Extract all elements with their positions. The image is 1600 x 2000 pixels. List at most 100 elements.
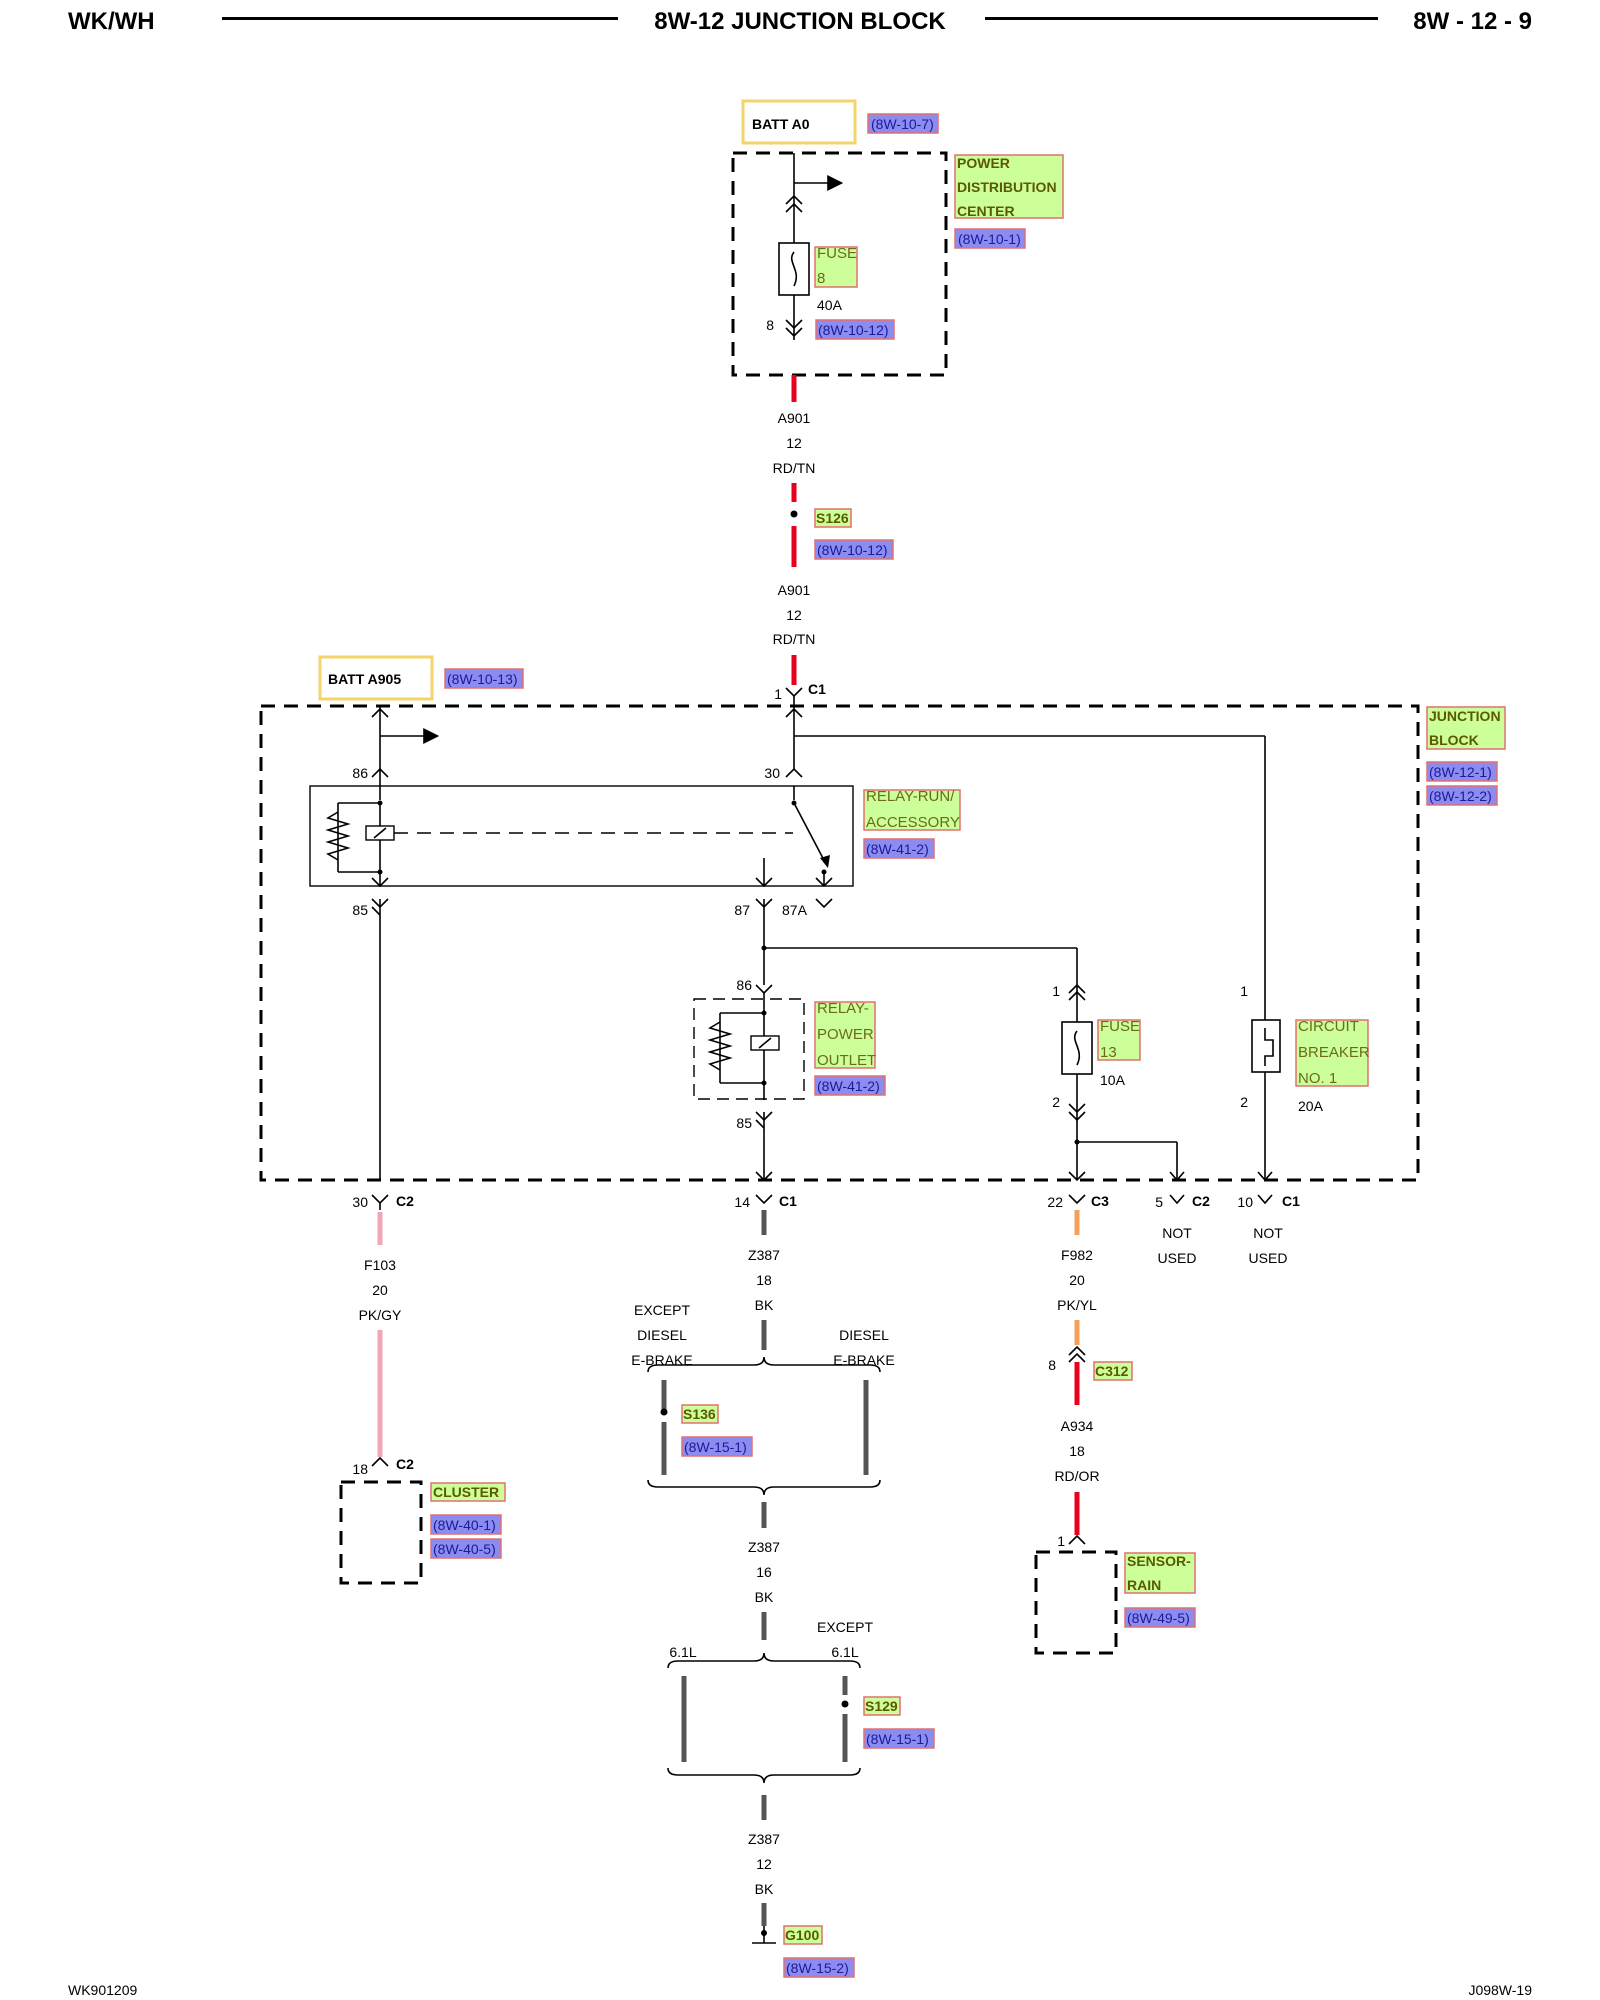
option-ebrake-left-2: DIESEL bbox=[637, 1327, 687, 1343]
batt-a905-label: BATT A905 bbox=[328, 671, 401, 687]
c312-label: C312 bbox=[1095, 1363, 1129, 1379]
relay-power-resistor-icon bbox=[707, 1021, 733, 1071]
breaker-line-2: BREAKER bbox=[1298, 1044, 1370, 1061]
cluster-label: CLUSTER (8W-40-1) (8W-40-5) bbox=[430, 1482, 506, 1559]
junction-block-ref-1[interactable]: (8W-12-1) bbox=[1429, 764, 1492, 780]
sensor-rain-line-2: RAIN bbox=[1127, 1577, 1161, 1593]
bottom-conn-4-note-1: NOT bbox=[1162, 1225, 1192, 1241]
header-vehicle: WK/WH bbox=[68, 8, 155, 35]
relay-run-ref[interactable]: (8W-41-2) bbox=[866, 841, 929, 857]
fuse-8-ref[interactable]: (8W-10-12) bbox=[818, 322, 889, 338]
bottom-conn-5-pin: 10 bbox=[1237, 1194, 1253, 1210]
page-number: 8W - 12 - 9 bbox=[1413, 8, 1532, 35]
sensor-rain-line-1: SENSOR- bbox=[1127, 1553, 1191, 1569]
relay-power-line-2: POWER bbox=[817, 1026, 874, 1043]
wire-f103-circuit: F103 bbox=[364, 1257, 396, 1273]
wire-z387-1-circuit: Z387 bbox=[748, 1247, 780, 1263]
ground-g100-label: G100 bbox=[785, 1927, 819, 1943]
fuse-13-pin-out: 2 bbox=[1052, 1094, 1060, 1110]
fuse-13-line-2: 13 bbox=[1100, 1044, 1117, 1061]
fuse-8-label: FUSE 8 40A bbox=[814, 245, 858, 313]
option-61l-right-2: 6.1L bbox=[831, 1644, 858, 1660]
wire-z387-1-color: BK bbox=[755, 1297, 774, 1313]
bottom-conn-3-conn: C3 bbox=[1091, 1193, 1109, 1209]
wire-a934-gauge: 18 bbox=[1069, 1443, 1085, 1459]
pdc-ref[interactable]: (8W-10-1) bbox=[958, 231, 1021, 247]
circuit-breaker-icon bbox=[1251, 1019, 1281, 1073]
relay-run-label-line-1: RELAY-RUN/ bbox=[866, 788, 955, 805]
fuse-13-rating: 10A bbox=[1100, 1072, 1126, 1088]
fuse-8-pin: 8 bbox=[766, 317, 774, 333]
wire-f103-gauge: 20 bbox=[372, 1282, 388, 1298]
wire-f982-gauge: 20 bbox=[1069, 1272, 1085, 1288]
pdc-label: POWER DISTRIBUTION CENTER (8W-10-1) bbox=[954, 154, 1064, 249]
cluster-pin: 18 bbox=[352, 1461, 368, 1477]
option-ebrake-left-3: E-BRAKE bbox=[631, 1352, 692, 1368]
pdc-label-line-3: CENTER bbox=[957, 203, 1015, 219]
c312-pin: 8 bbox=[1048, 1357, 1056, 1373]
breaker-line-1: CIRCUIT bbox=[1298, 1018, 1359, 1035]
fuse-8-label-line-2: 8 bbox=[817, 270, 825, 287]
option-ebrake-left-1: EXCEPT bbox=[634, 1302, 690, 1318]
junction-block-ref-2[interactable]: (8W-12-2) bbox=[1429, 788, 1492, 804]
splice-s129-label: S129 bbox=[865, 1698, 898, 1714]
cluster-ref-2[interactable]: (8W-40-5) bbox=[433, 1541, 496, 1557]
option-61l-brace-bottom bbox=[667, 1767, 861, 1784]
footer-doc-id: WK901209 bbox=[68, 1982, 138, 1998]
batt-a905-ref[interactable]: (8W-10-13) bbox=[447, 671, 518, 687]
pdc-label-line-1: POWER bbox=[957, 155, 1010, 171]
wire-a901-2-color: RD/TN bbox=[773, 631, 816, 647]
bottom-conn-5-note-1: NOT bbox=[1253, 1225, 1283, 1241]
option-61l-left: 6.1L bbox=[669, 1644, 696, 1660]
relay-run-label: RELAY-RUN/ ACCESSORY (8W-41-2) bbox=[863, 788, 961, 859]
splice-s126-ref[interactable]: (8W-10-12) bbox=[817, 542, 888, 558]
relay-power-ref[interactable]: (8W-41-2) bbox=[817, 1078, 880, 1094]
wire-a934-color: RD/OR bbox=[1054, 1468, 1099, 1484]
splice-s136-label: S136 bbox=[683, 1406, 716, 1422]
relay-power-pin-86: 86 bbox=[736, 977, 752, 993]
sensor-rain-ref[interactable]: (8W-49-5) bbox=[1127, 1610, 1190, 1626]
breaker-line-3: NO. 1 bbox=[1298, 1070, 1337, 1087]
option-ebrake-right-2: E-BRAKE bbox=[833, 1352, 894, 1368]
bottom-conn-5-note-2: USED bbox=[1249, 1250, 1288, 1266]
relay-run-coil-resistor-icon bbox=[325, 811, 351, 861]
header-rule-left bbox=[222, 17, 618, 20]
c1-top-pin: 1 bbox=[774, 686, 782, 702]
ground-icon bbox=[752, 1926, 776, 1944]
wire-z387-2-circuit: Z387 bbox=[748, 1539, 780, 1555]
cluster-conn: C2 bbox=[396, 1456, 414, 1472]
ground-g100-ref[interactable]: (8W-15-2) bbox=[786, 1960, 849, 1976]
pdc-connector-top bbox=[785, 194, 803, 213]
wire-z387-3-circuit: Z387 bbox=[748, 1831, 780, 1847]
batt-a0-ref[interactable]: (8W-10-7) bbox=[871, 116, 934, 132]
bottom-conn-4-conn: C2 bbox=[1192, 1193, 1210, 1209]
relay-power-box bbox=[693, 998, 805, 1100]
wire-a901-color: RD/TN bbox=[773, 460, 816, 476]
relay-run-pin-86: 86 bbox=[352, 765, 368, 781]
wire-a901-2-gauge: 12 bbox=[786, 607, 802, 623]
relay-power-pin-85: 85 bbox=[736, 1115, 752, 1131]
sensor-rain-label: SENSOR- RAIN (8W-49-5) bbox=[1124, 1552, 1196, 1628]
option-61l-right-1: EXCEPT bbox=[817, 1619, 873, 1635]
splice-s126-label: S126 bbox=[816, 510, 849, 526]
c1-top-connector bbox=[785, 687, 803, 698]
page-title: 8W-12 JUNCTION BLOCK bbox=[654, 8, 946, 35]
breaker-pin-out: 2 bbox=[1240, 1094, 1248, 1110]
option-ebrake-brace-top bbox=[647, 1356, 881, 1373]
c1-top-conn: C1 bbox=[808, 681, 826, 697]
splice-s129-ref[interactable]: (8W-15-1) bbox=[866, 1731, 929, 1747]
wire-z387-2-color: BK bbox=[755, 1589, 774, 1605]
relay-power-line-1: RELAY- bbox=[817, 1000, 869, 1017]
junction-block-line-2: BLOCK bbox=[1429, 732, 1479, 748]
breaker-rating: 20A bbox=[1298, 1098, 1324, 1114]
bottom-conn-2-conn: C1 bbox=[779, 1193, 797, 1209]
fuse-13-line-1: FUSE bbox=[1100, 1018, 1140, 1035]
fuse-8-label-line-1: FUSE bbox=[817, 245, 857, 262]
splice-s129-dot bbox=[841, 1700, 849, 1708]
cluster-ref-1[interactable]: (8W-40-1) bbox=[433, 1517, 496, 1533]
junction-block-outline bbox=[259, 704, 1420, 1182]
fuse-13-label: FUSE 13 10A bbox=[1097, 1018, 1141, 1088]
splice-s136-ref[interactable]: (8W-15-1) bbox=[684, 1439, 747, 1455]
relay-run-pin-87: 87 bbox=[734, 902, 750, 918]
